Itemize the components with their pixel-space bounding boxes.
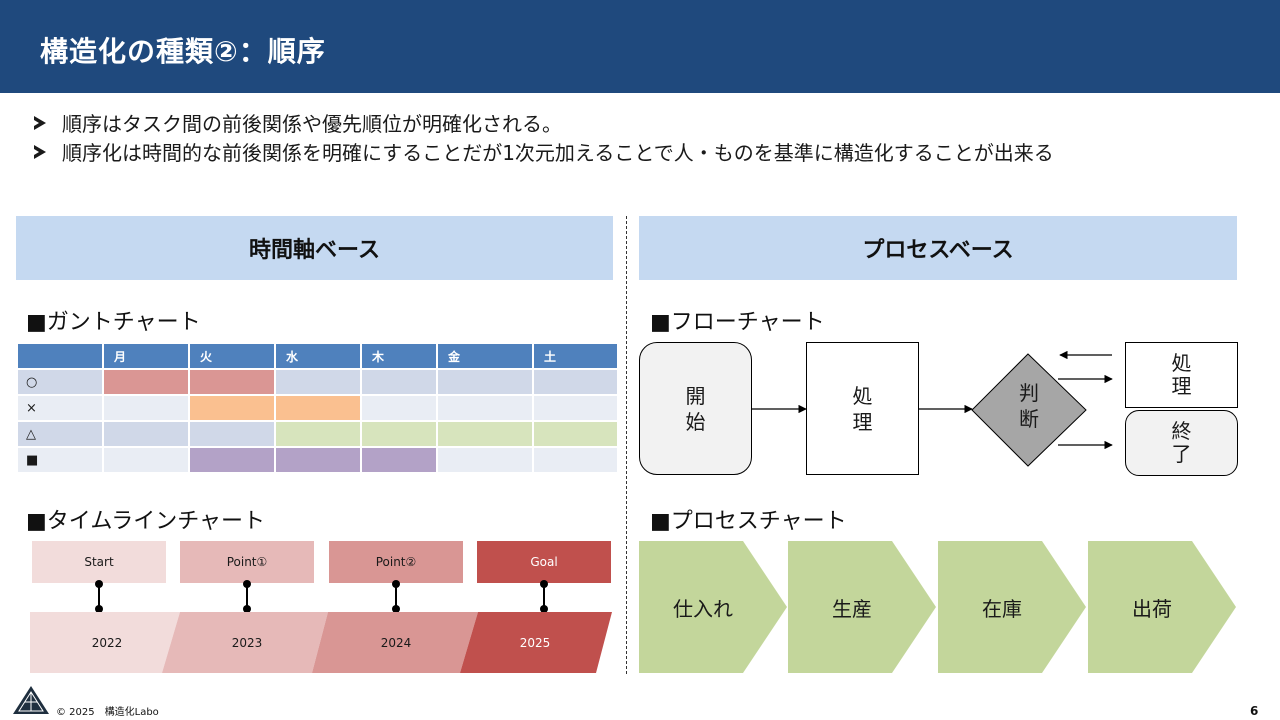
process-step-label: 生産: [832, 596, 872, 621]
process-step-chevron: [1088, 541, 1236, 673]
arrow-bullet-icon: [34, 144, 46, 159]
gantt-empty-cell: [362, 396, 436, 420]
gantt-chart: 月 火 水 木 金 土 ○×△■: [16, 342, 619, 474]
gantt-bar-cell: [438, 422, 532, 446]
logo-icon: [13, 686, 49, 714]
timeline-dot: [95, 580, 103, 588]
timeline-connector: [246, 583, 248, 613]
gantt-bar-cell: [190, 370, 274, 394]
gantt-bar-cell: [276, 396, 360, 420]
process-base-header: プロセスベース: [639, 216, 1237, 280]
gantt-row-label: △: [18, 422, 102, 446]
gantt-bar-cell: [534, 422, 617, 446]
timeline-year-band: [312, 612, 478, 673]
gantt-bar-cell: [276, 422, 360, 446]
timeline-dot: [392, 580, 400, 588]
timeline-connector: [395, 583, 397, 613]
gantt-bar-cell: [104, 370, 188, 394]
gantt-empty-cell: [534, 448, 617, 472]
process-step-chevron: [788, 541, 936, 673]
gantt-row-label: ■: [18, 448, 102, 472]
flow-process: 処 理: [806, 342, 919, 475]
process-step-label: 在庫: [982, 596, 1022, 621]
gantt-day: 月: [104, 344, 188, 368]
bullet-text: 順序はタスク間の前後関係や優先順位が明確化される。: [62, 112, 562, 136]
timeline-heading: ■タイムラインチャート: [26, 509, 266, 534]
timeline-dot: [243, 605, 251, 613]
gantt-row: ○: [18, 370, 617, 394]
gantt-header-row: 月 火 水 木 金 土: [18, 344, 617, 368]
gantt-day: 金: [438, 344, 532, 368]
gantt-row: ■: [18, 448, 617, 472]
gantt-bar-cell: [190, 448, 274, 472]
timeline-year: 2024: [380, 635, 412, 650]
gantt-empty-cell: [104, 448, 188, 472]
timeline-dot: [243, 580, 251, 588]
flow-branch-process: 処 理: [1125, 342, 1238, 408]
gantt-empty-cell: [104, 422, 188, 446]
timeline-point-box: Point②: [329, 541, 463, 583]
gantt-day: 木: [362, 344, 436, 368]
timeline-dot: [540, 580, 548, 588]
gantt-row: △: [18, 422, 617, 446]
timeline-year: 2022: [91, 635, 123, 650]
gantt-day: 水: [276, 344, 360, 368]
timeline-connector: [543, 583, 545, 613]
gantt-bar-cell: [190, 396, 274, 420]
timeline-dot: [540, 605, 548, 613]
gantt-empty-cell: [438, 448, 532, 472]
slide-title: 構造化の種類②：順序: [40, 35, 326, 68]
process-step-chevron: [938, 541, 1086, 673]
flow-decision-diamond: [971, 353, 1087, 467]
timeline-years-svg: [30, 612, 612, 673]
time-axis-header: 時間軸ベース: [16, 216, 613, 280]
arrow-bullet-icon: [34, 115, 46, 130]
flow-decision-label: 判 断: [1019, 381, 1039, 431]
timeline-year: 2025: [519, 635, 551, 650]
flow-end: 終 了: [1125, 410, 1238, 476]
timeline-connector: [98, 583, 100, 613]
timeline-year: 2023: [231, 635, 263, 650]
gantt-day: 土: [534, 344, 617, 368]
gantt-empty-cell: [438, 370, 532, 394]
flowchart-heading: ■フローチャート: [650, 310, 825, 335]
gantt-empty-cell: [276, 370, 360, 394]
gantt-empty-cell: [534, 396, 617, 420]
timeline-dot: [392, 605, 400, 613]
process-step-label: 仕入れ: [673, 596, 733, 621]
process-chart-heading: ■プロセスチャート: [650, 509, 847, 534]
gantt-empty-cell: [362, 370, 436, 394]
gantt-bar-cell: [362, 422, 436, 446]
flow-start: 開 始: [639, 342, 752, 475]
header-bar: [0, 0, 1280, 93]
gantt-corner: [18, 344, 102, 368]
timeline-year-band: [162, 612, 328, 673]
timeline-year-band: [460, 612, 612, 673]
process-step-label: 出荷: [1132, 596, 1172, 621]
page-number: 6: [1250, 704, 1259, 718]
gantt-empty-cell: [104, 396, 188, 420]
gantt-row-label: ×: [18, 396, 102, 420]
process-step-chevron: [639, 541, 787, 673]
gantt-empty-cell: [190, 422, 274, 446]
timeline-year-band: [30, 612, 180, 673]
gantt-bar-cell: [362, 448, 436, 472]
gantt-heading: ■ガントチャート: [26, 310, 201, 335]
bullet-text: 順序化は時間的な前後関係を明確にすることだが1次元加えることで人・ものを基準に構…: [62, 141, 1054, 165]
gantt-empty-cell: [534, 370, 617, 394]
timeline-dot: [95, 605, 103, 613]
timeline-point-box: Start: [32, 541, 166, 583]
timeline-point-box: Goal: [477, 541, 611, 583]
flow-connectors: [752, 350, 1113, 467]
gantt-day: 火: [190, 344, 274, 368]
bullet-1: 順序はタスク間の前後関係や優先順位が明確化される。: [34, 108, 562, 137]
gantt-bar-cell: [276, 448, 360, 472]
copyright-text: © 2025 構造化Labo: [56, 707, 159, 718]
bullet-2: 順序化は時間的な前後関係を明確にすることだが1次元加えることで人・ものを基準に構…: [34, 137, 1054, 166]
gantt-row: ×: [18, 396, 617, 420]
gantt-empty-cell: [438, 396, 532, 420]
section-divider: [626, 216, 627, 674]
timeline-point-box: Point①: [180, 541, 314, 583]
gantt-row-label: ○: [18, 370, 102, 394]
